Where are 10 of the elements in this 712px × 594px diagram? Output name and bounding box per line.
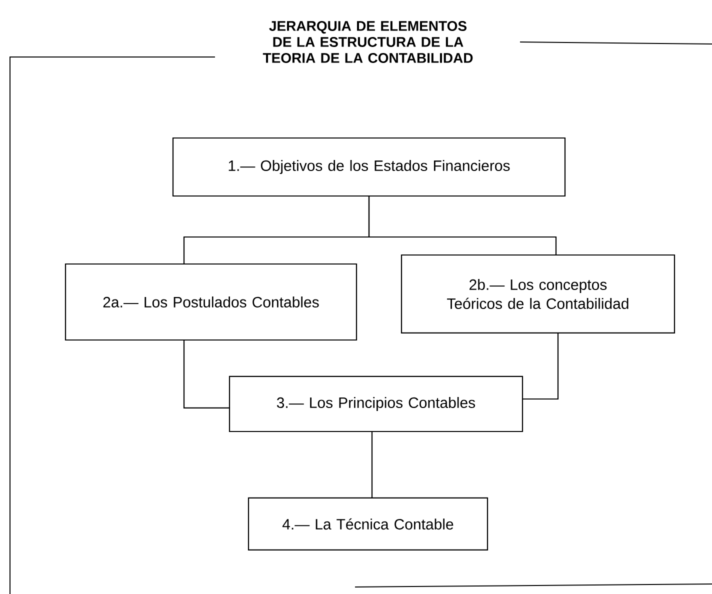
process-box: 4.— La Técnica Contable <box>248 497 488 551</box>
process-box: 2a.— Los Postulados Contables <box>64 263 358 341</box>
process-box: 1.— Objetivos de los Estados Financieros <box>172 137 566 197</box>
process-box: 3.— Los Principios Contables <box>228 376 524 432</box>
process-box: 2b.— Los conceptos Teóricos de la Contabilidad <box>400 254 676 334</box>
connector-line <box>368 196 557 255</box>
connector-line <box>371 432 373 498</box>
title: JERARQUIA DE ELEMENTOS DE LA ESTRUCTURA DE LA TEORIA DE LA CONTABILIDAD <box>262 21 473 63</box>
connector-line <box>523 332 559 400</box>
connector-line <box>183 340 230 409</box>
